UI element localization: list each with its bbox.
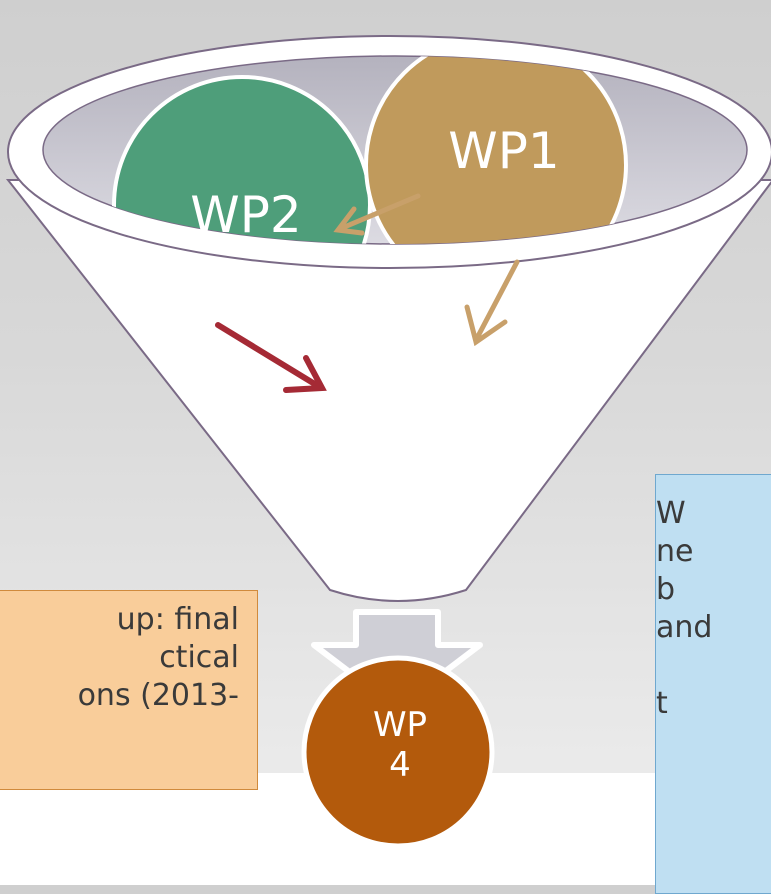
funnel-body (5, 179, 771, 602)
wp4-label-line2: 4 (389, 745, 411, 785)
wp1-label: WP1 (448, 122, 559, 180)
arrow-wp1-down (464, 259, 520, 347)
left-text-box: up: final ctical ons (2013- (0, 590, 258, 790)
red-arrow (215, 322, 327, 393)
wp2-circle (112, 75, 372, 244)
wp2-label: WP2 (190, 186, 301, 244)
wp4-circle (301, 655, 495, 849)
wp1-circle (364, 56, 628, 244)
wp4-label-line1: WP (373, 705, 427, 745)
right-text-box: W ne b and t (655, 474, 771, 894)
arrow-wp1-to-wp2 (333, 193, 421, 236)
